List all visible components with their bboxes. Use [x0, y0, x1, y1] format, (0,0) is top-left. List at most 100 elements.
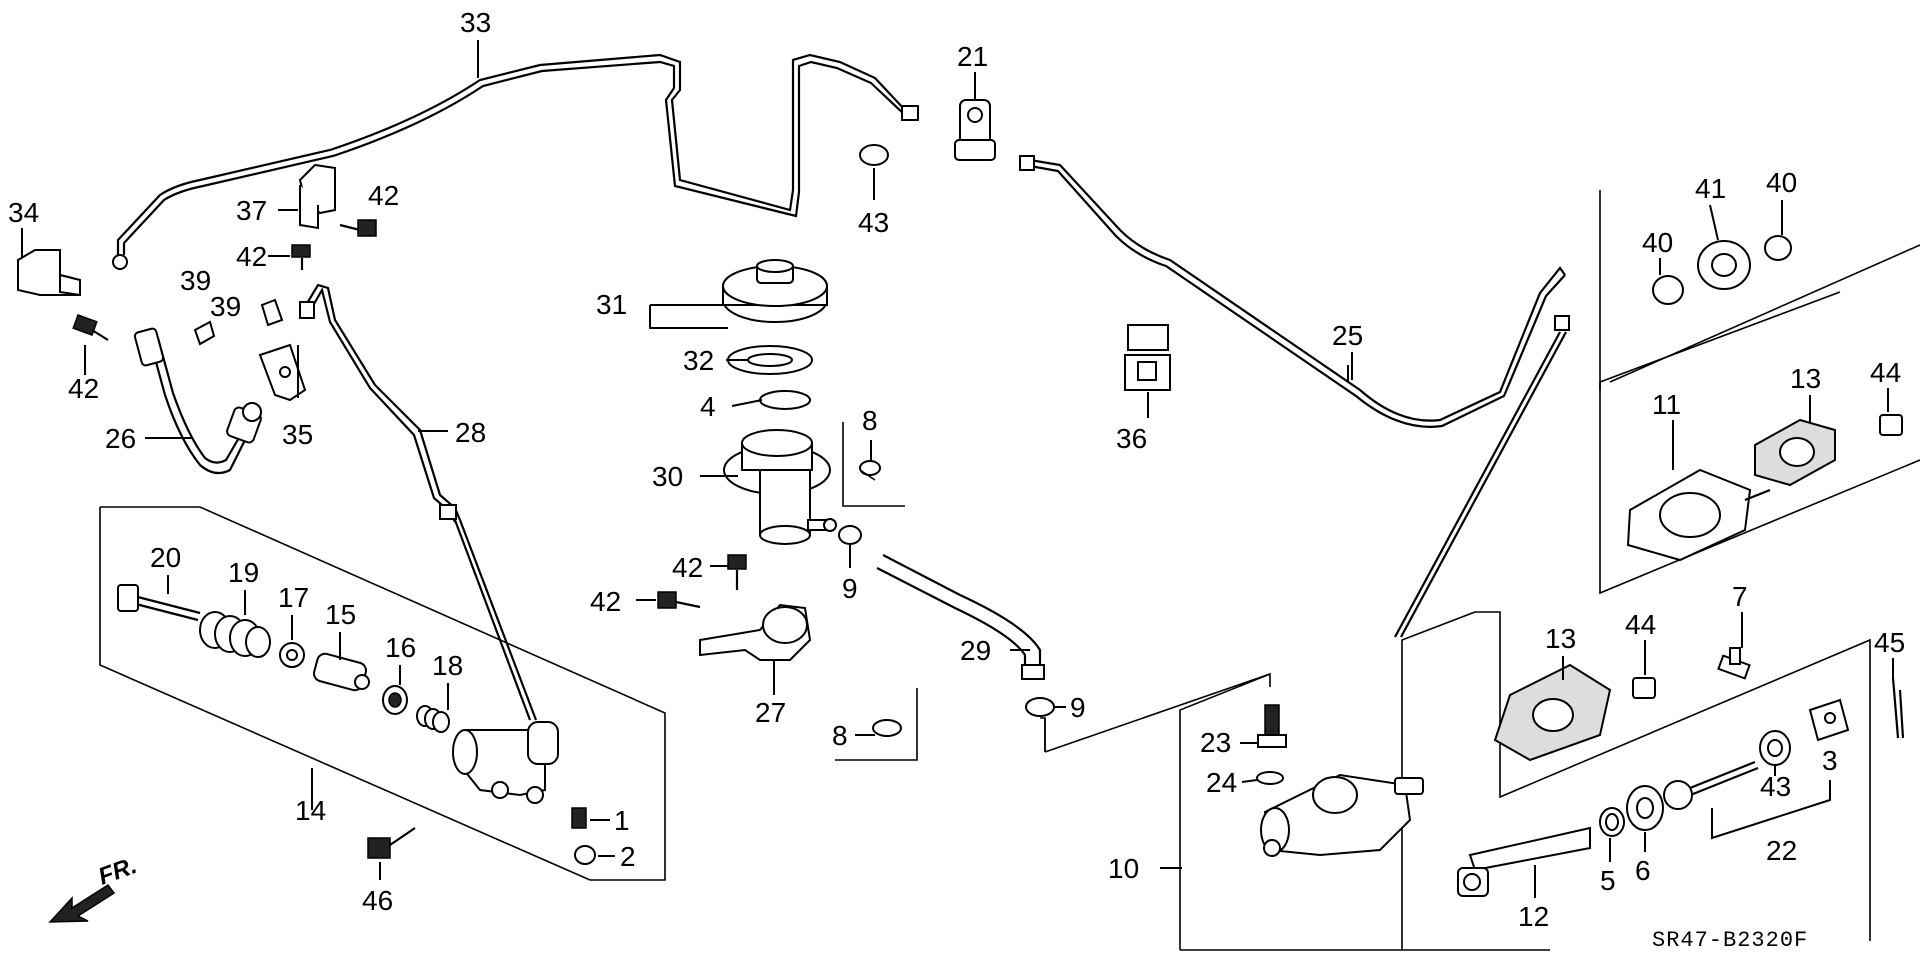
cap-seal-32	[727, 345, 813, 375]
callout-24: 24	[1206, 767, 1237, 798]
gasket-13-top	[1754, 418, 1836, 487]
hose-clamp-9-top	[838, 525, 862, 545]
master-cylinder-group-frame	[1044, 611, 1871, 951]
pipe-bracket-21	[954, 99, 996, 161]
callout-35: 35	[282, 419, 313, 450]
callout-9: 9	[1070, 692, 1086, 723]
callout-27: 27	[755, 697, 786, 728]
hose-clamp-8-top	[859, 460, 881, 481]
callout-3: 3	[1822, 745, 1838, 776]
callout-46: 46	[362, 885, 393, 916]
piston-cup-16	[382, 685, 408, 715]
callout-29: 29	[960, 635, 991, 666]
gasket-13-bottom	[1493, 663, 1612, 762]
bolt-42-a	[72, 314, 109, 341]
callout-10: 10	[1108, 853, 1139, 884]
callout-32: 32	[683, 345, 714, 376]
callout-43: 43	[858, 207, 889, 238]
callout-37: 37	[236, 195, 267, 226]
callout-1: 1	[614, 805, 630, 836]
slave-cylinder-group-frame	[99, 506, 666, 881]
callout-19: 19	[228, 557, 259, 588]
callout-4: 4	[700, 391, 716, 422]
grommet-41	[1697, 240, 1751, 290]
circlip-17	[279, 642, 305, 668]
reservoir-30	[723, 429, 837, 545]
spring-18	[416, 705, 450, 733]
pipe-to-master-cylinder	[1394, 331, 1567, 638]
boot-19	[199, 611, 271, 658]
callout-42: 42	[368, 180, 399, 211]
callout-42: 42	[590, 586, 621, 617]
clutch-pipe-25	[1019, 155, 1570, 428]
callout-8: 8	[862, 405, 878, 436]
callout-16: 16	[385, 632, 416, 663]
pushrod-12	[1457, 826, 1591, 897]
callout-13: 13	[1790, 363, 1821, 394]
bolt-23	[1257, 704, 1287, 748]
reservoir-hose-29	[876, 554, 1045, 680]
direction-label: FR.	[95, 852, 141, 891]
callout-17: 17	[278, 582, 309, 613]
hose-clamp-8-bottom	[872, 719, 902, 737]
callout-45: 45	[1874, 627, 1905, 658]
callout-labels: 33 21 34 42 37 42 42 39 39 35 26 28 43 3…	[8, 7, 1905, 932]
diagram-code: SR47-B2320F	[1652, 928, 1808, 953]
callout-14: 14	[295, 795, 326, 826]
piston-15	[313, 652, 370, 692]
callout-40: 40	[1766, 167, 1797, 198]
strainer-4	[759, 390, 811, 410]
callout-2: 2	[620, 841, 636, 872]
callout-7: 7	[1732, 581, 1748, 612]
front-direction-arrow: FR.	[48, 852, 141, 923]
callout-9: 9	[842, 573, 858, 604]
clutch-hose-26	[133, 327, 262, 475]
gasket-11	[1626, 468, 1771, 562]
callout-34: 34	[8, 197, 39, 228]
bleeder-cap-2	[574, 845, 596, 865]
callout-41: 41	[1695, 173, 1726, 204]
callout-40: 40	[1642, 227, 1673, 258]
grommet-40-left	[1652, 275, 1684, 305]
callout-36: 36	[1116, 423, 1147, 454]
pushrod-20	[117, 584, 201, 622]
grommet-43-top	[859, 144, 889, 166]
callout-44: 44	[1625, 609, 1656, 640]
hose-clamp-9-bottom	[1025, 697, 1055, 717]
nut-44-bottom	[1632, 677, 1656, 699]
callout-18: 18	[432, 650, 463, 681]
circlip-5	[1599, 807, 1625, 837]
bolt-46	[367, 827, 416, 859]
leader-lines	[21, 40, 1894, 898]
nut-44-top	[1879, 414, 1903, 436]
callout-5: 5	[1600, 865, 1616, 896]
bushing-43-bottom	[1759, 730, 1791, 766]
callout-42: 42	[68, 373, 99, 404]
callout-6: 6	[1635, 855, 1651, 886]
bracket-37	[298, 163, 336, 230]
pushrod-22	[1663, 760, 1759, 810]
callout-23: 23	[1200, 727, 1231, 758]
bolt-42-c	[291, 244, 311, 270]
yoke-3	[1808, 698, 1850, 742]
callout-26: 26	[105, 423, 136, 454]
reservoir-cap-31	[722, 259, 828, 323]
callout-15: 15	[325, 599, 356, 630]
relay-bracket-36	[1124, 324, 1171, 391]
callout-42: 42	[236, 241, 267, 272]
callout-39: 39	[180, 265, 211, 296]
callout-28: 28	[455, 417, 486, 448]
bleeder-1	[571, 807, 587, 829]
snap-pin-45	[1891, 677, 1905, 739]
callout-44: 44	[1870, 357, 1901, 388]
callout-22: 22	[1766, 835, 1797, 866]
bolt-42-e	[657, 591, 701, 609]
callout-43: 43	[1760, 771, 1791, 802]
clutch-pipe-28	[299, 283, 538, 721]
callout-31: 31	[596, 289, 627, 320]
callout-42: 42	[672, 552, 703, 583]
slave-cylinder-body	[452, 721, 559, 804]
callout-25: 25	[1332, 320, 1363, 351]
clip-39	[193, 298, 284, 346]
